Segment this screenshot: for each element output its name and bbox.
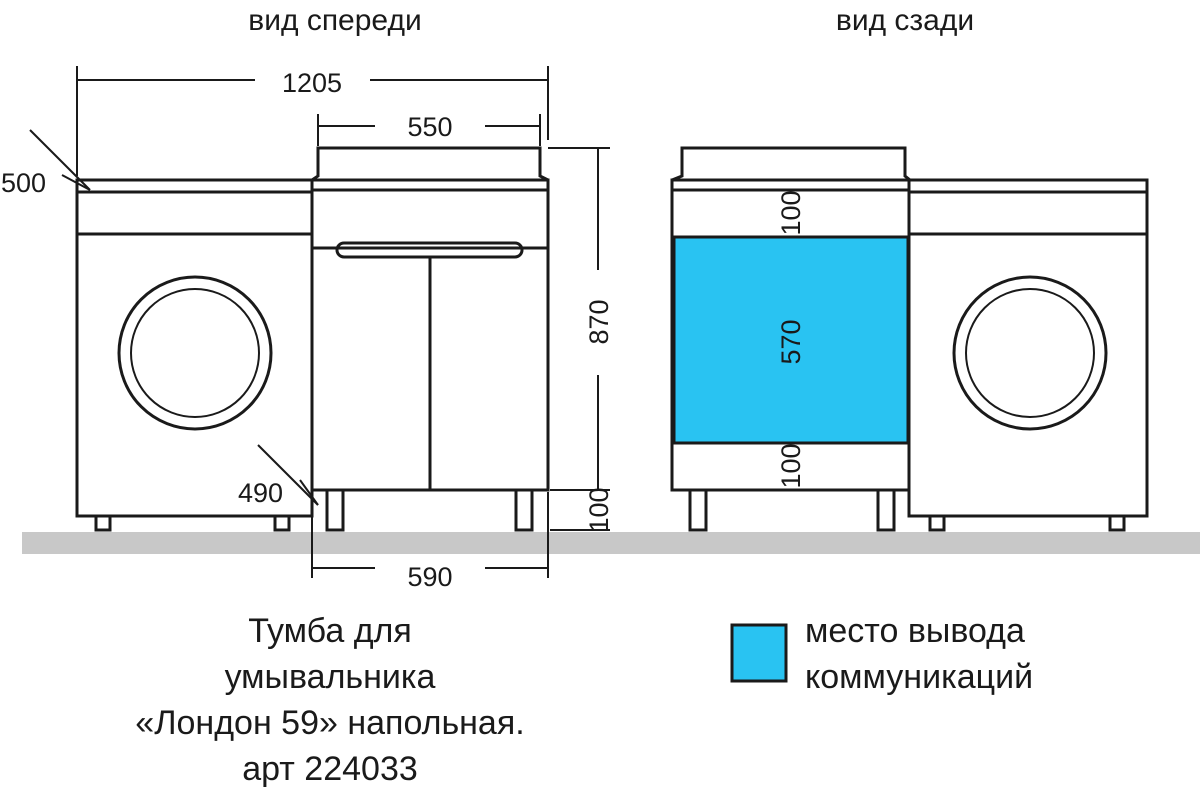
washer-leg-right: [273, 514, 291, 532]
legend: место вывода коммуникаций: [730, 612, 1033, 696]
dim-back-comm-zone: 570: [776, 319, 806, 364]
caption-line-1: Тумба для: [248, 612, 412, 650]
washer-leg-left: [94, 514, 112, 532]
front-view-title: вид спереди: [248, 4, 421, 37]
back-washing-machine: [907, 190, 1149, 518]
front-view: 1205 550 500 870 100 490 590: [1, 66, 614, 592]
back-view: 100 570 100: [670, 146, 1149, 532]
washer-drum-inner: [130, 288, 260, 418]
drawer-handle: [335, 241, 524, 259]
washer-drum-outer: [117, 275, 273, 431]
communications-zone: [672, 235, 910, 445]
back-washer-drum-outer: [952, 275, 1108, 431]
caption-line-2: умывальника: [225, 658, 436, 696]
dim-height: 870: [584, 299, 614, 344]
cabinet-leg-right: [514, 488, 534, 532]
legend-swatch: [730, 623, 788, 683]
cabinet-leg-left: [325, 488, 345, 532]
dim-sink-width: 550: [407, 112, 452, 142]
dim-total-width: 1205: [282, 68, 342, 98]
back-cabinet-leg-right: [876, 488, 896, 532]
floor-strip: [22, 532, 1200, 554]
dim-washer-depth: 500: [1, 168, 46, 198]
back-washer-drum-inner: [965, 288, 1095, 418]
legend-label-line-2: коммуникаций: [805, 658, 1033, 696]
legend-label-line-1: место вывода: [805, 612, 1025, 650]
dim-back-bottom-zone: 100: [776, 443, 806, 488]
back-washer-leg-right: [1108, 514, 1126, 532]
back-view-title: вид сзади: [836, 4, 974, 37]
caption-line-3: «Лондон 59» напольная.: [135, 704, 524, 742]
dim-cabinet-width: 590: [407, 562, 452, 592]
sink-basin: [311, 146, 549, 182]
washing-machine: [75, 190, 314, 518]
back-cabinet-leg-left: [688, 488, 708, 532]
back-sink-basin: [671, 146, 911, 182]
caption-line-4: арт 224033: [242, 750, 418, 788]
dim-leg-height: 100: [584, 487, 614, 532]
back-countertop-extension: [907, 178, 1149, 194]
back-washer-leg-left: [928, 514, 946, 532]
countertop-extension: [75, 178, 314, 194]
caption: Тумба для умывальника «Лондон 59» наполь…: [135, 612, 524, 788]
dim-cabinet-depth: 490: [238, 478, 283, 508]
dim-back-top-zone: 100: [776, 190, 806, 235]
